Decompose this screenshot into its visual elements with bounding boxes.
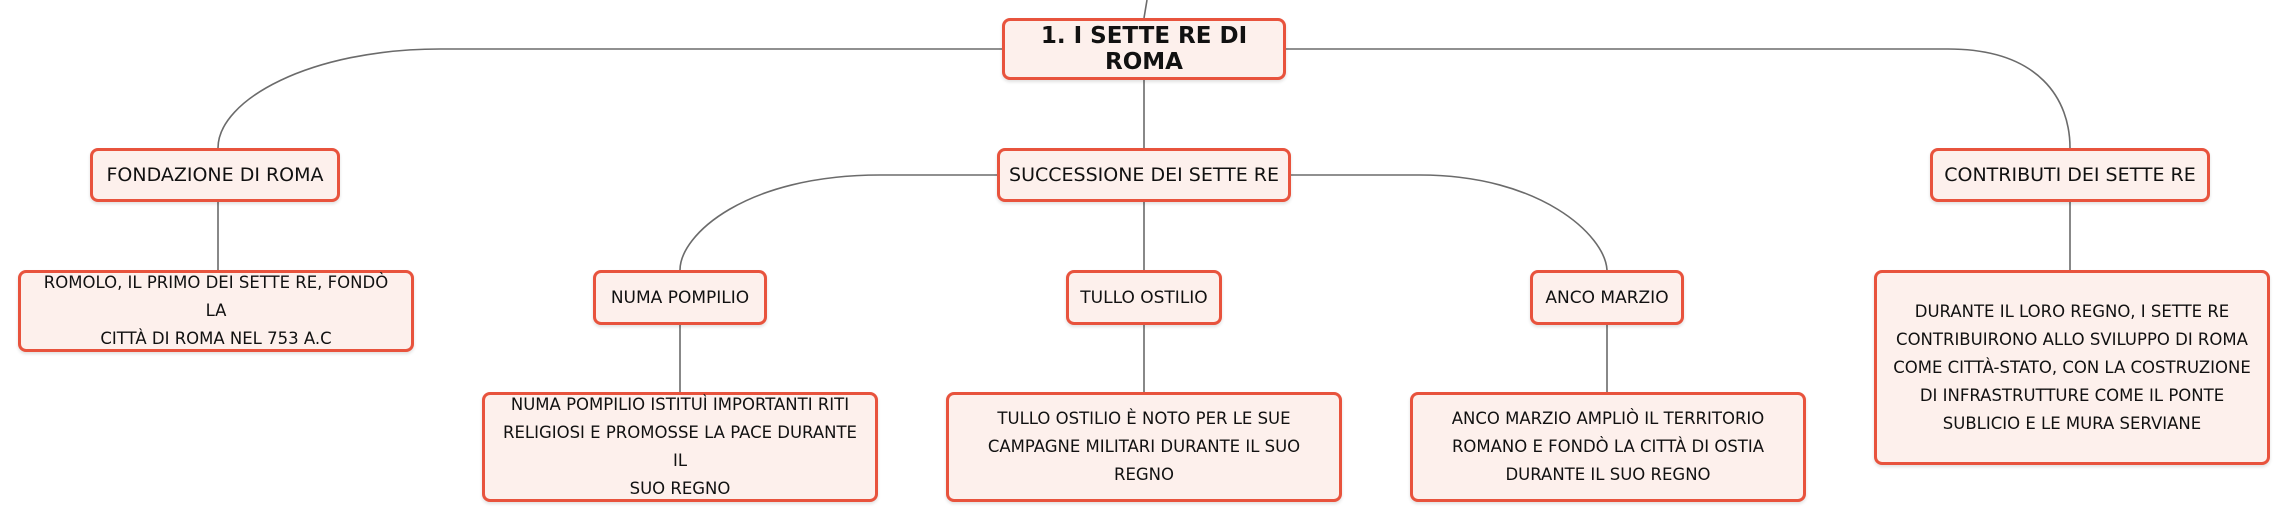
subtopic-label: NUMA POMPILIO	[610, 287, 750, 308]
root-node[interactable]: 1. I SETTE RE DI ROMA	[1002, 18, 1286, 80]
connector-successione-anco	[1291, 174, 1608, 271]
topic-contributi-dei-sette-re[interactable]: CONTRIBUTI DEI SETTE RE	[1930, 148, 2210, 202]
note-fondazione[interactable]: ROMOLO, IL PRIMO DEI SETTE RE, FONDÒ LA …	[18, 270, 414, 352]
note-text: ANCO MARZIO AMPLIÒ IL TERRITORIO ROMANO …	[1451, 409, 1765, 484]
subtopic-label: ANCO MARZIO	[1545, 287, 1669, 308]
root-label: 1. I SETTE RE DI ROMA	[1040, 23, 1248, 75]
note-text: TULLO OSTILIO È NOTO PER LE SUE CAMPAGNE…	[987, 409, 1301, 484]
topic-label: CONTRIBUTI DEI SETTE RE	[1944, 164, 2196, 186]
connector-root-contributi	[1286, 48, 2071, 149]
connector-successione-numa	[679, 174, 997, 271]
note-text: ROMOLO, IL PRIMO DEI SETTE RE, FONDÒ LA …	[43, 273, 389, 348]
subtopic-numa-pompilio[interactable]: NUMA POMPILIO	[593, 270, 767, 325]
subtopic-label: TULLO OSTILIO	[1080, 287, 1208, 308]
topic-label: SUCCESSIONE DEI SETTE RE	[1009, 164, 1279, 186]
note-text: NUMA POMPILIO ISTITUÌ IMPORTANTI RITI RE…	[503, 395, 857, 498]
subtopic-anco-marzio[interactable]: ANCO MARZIO	[1530, 270, 1684, 325]
note-text: DURANTE IL LORO REGNO, I SETTE RE CONTRI…	[1893, 301, 2251, 433]
topic-fondazione-di-roma[interactable]: FONDAZIONE DI ROMA	[90, 148, 340, 202]
note-anco-marzio[interactable]: ANCO MARZIO AMPLIÒ IL TERRITORIO ROMANO …	[1410, 392, 1806, 502]
subtopic-tullo-ostilio[interactable]: TULLO OSTILIO	[1066, 270, 1222, 325]
topic-label: FONDAZIONE DI ROMA	[106, 164, 324, 186]
note-contributi[interactable]: DURANTE IL LORO REGNO, I SETTE RE CONTRI…	[1874, 270, 2270, 465]
note-numa-pompilio[interactable]: NUMA POMPILIO ISTITUÌ IMPORTANTI RITI RE…	[482, 392, 878, 502]
topic-successione-dei-sette-re[interactable]: SUCCESSIONE DEI SETTE RE	[997, 148, 1291, 202]
connector-root-fondazione	[217, 48, 1002, 149]
connector-root-parent	[1143, 0, 1148, 19]
note-tullo-ostilio[interactable]: TULLO OSTILIO È NOTO PER LE SUE CAMPAGNE…	[946, 392, 1342, 502]
